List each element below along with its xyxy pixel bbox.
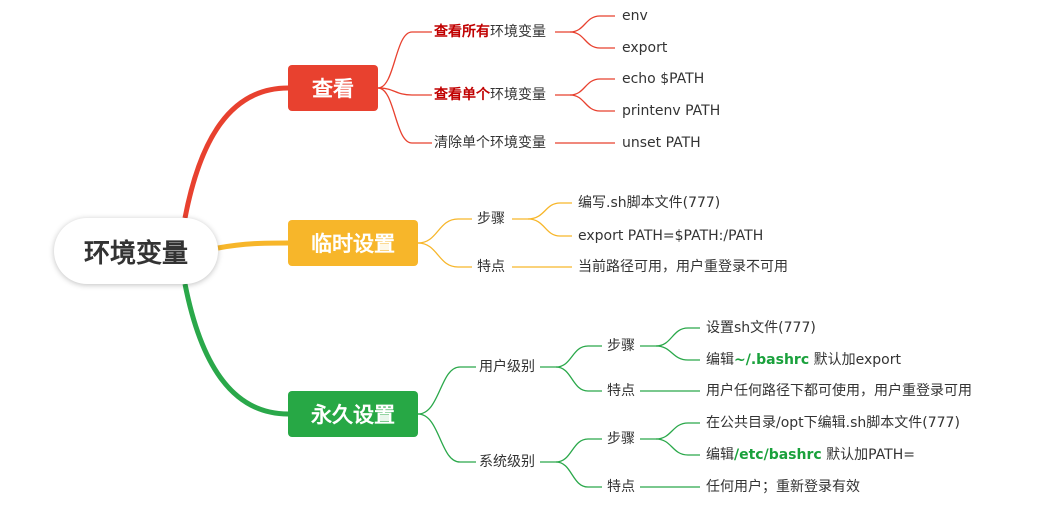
node-view-all-prefix: 查看所有 bbox=[434, 24, 490, 40]
node-view-all: 查看所有环境变量 bbox=[434, 23, 546, 41]
node-perm-system-feature: 特点 bbox=[607, 479, 635, 495]
link-root-perm bbox=[182, 283, 289, 417]
leaf-temp-step-2: export PATH=$PATH:/PATH bbox=[578, 228, 764, 244]
node-perm-user-feature: 特点 bbox=[607, 383, 635, 399]
leaf-env: env bbox=[622, 8, 648, 24]
leaf-perm-system-step-2-path: /etc/bashrc bbox=[734, 447, 822, 463]
leaf-temp-feature: 当前路径可用，用户重登录不可用 bbox=[578, 259, 788, 275]
leaf-perm-system-step-2-prefix: 编辑 bbox=[706, 447, 734, 463]
leaf-perm-user-step-2-path: ~/.bashrc bbox=[734, 352, 810, 368]
node-view-single-suffix: 环境变量 bbox=[490, 87, 546, 103]
branch-view-label: 查看 bbox=[312, 77, 354, 101]
node-perm-user: 用户级别 bbox=[479, 359, 535, 375]
branch-perm-label: 永久设置 bbox=[311, 403, 395, 427]
leaf-temp-step-1: 编写.sh脚本文件(777) bbox=[578, 195, 721, 211]
leaf-export: export bbox=[622, 40, 668, 56]
leaf-printenv-path: printenv PATH bbox=[622, 103, 721, 119]
link-root-view bbox=[182, 85, 289, 219]
branch-temp: 临时设置 bbox=[288, 220, 418, 266]
root-node: 环境变量 bbox=[54, 218, 218, 284]
link-root-temp bbox=[217, 240, 289, 251]
node-view-single: 查看单个环境变量 bbox=[434, 86, 546, 104]
node-temp-feature: 特点 bbox=[477, 259, 505, 275]
branch-view: 查看 bbox=[288, 65, 378, 111]
node-view-single-prefix: 查看单个 bbox=[434, 87, 490, 103]
leaf-perm-user-feature: 用户任何路径下都可使用，用户重登录可用 bbox=[706, 383, 972, 399]
node-view-all-suffix: 环境变量 bbox=[490, 24, 546, 40]
branch-temp-label: 临时设置 bbox=[311, 232, 395, 256]
node-perm-system: 系统级别 bbox=[479, 454, 535, 470]
node-perm-user-steps: 步骤 bbox=[607, 338, 635, 354]
leaf-perm-system-step-2-suffix: 默认加PATH= bbox=[821, 447, 915, 463]
leaf-perm-system-step-1: 在公共目录/opt下编辑.sh脚本文件(777) bbox=[706, 415, 960, 431]
leaf-perm-user-step-1: 设置sh文件(777) bbox=[706, 320, 816, 336]
leaf-unset-path: unset PATH bbox=[622, 135, 701, 151]
leaf-perm-system-feature: 任何用户；重新登录有效 bbox=[706, 479, 860, 495]
branch-perm: 永久设置 bbox=[288, 391, 418, 437]
leaf-perm-user-step-2-suffix: 默认加export bbox=[809, 352, 901, 368]
node-view-clear: 清除单个环境变量 bbox=[434, 135, 546, 151]
node-temp-steps: 步骤 bbox=[477, 211, 505, 227]
leaf-perm-user-step-2-prefix: 编辑 bbox=[706, 352, 734, 368]
root-label: 环境变量 bbox=[83, 238, 188, 269]
leaf-perm-user-step-2: 编辑~/.bashrc 默认加export bbox=[706, 351, 901, 369]
leaf-perm-system-step-2: 编辑/etc/bashrc 默认加PATH= bbox=[706, 446, 915, 464]
leaf-echo-path: echo $PATH bbox=[622, 71, 705, 87]
node-perm-system-steps: 步骤 bbox=[607, 431, 635, 447]
